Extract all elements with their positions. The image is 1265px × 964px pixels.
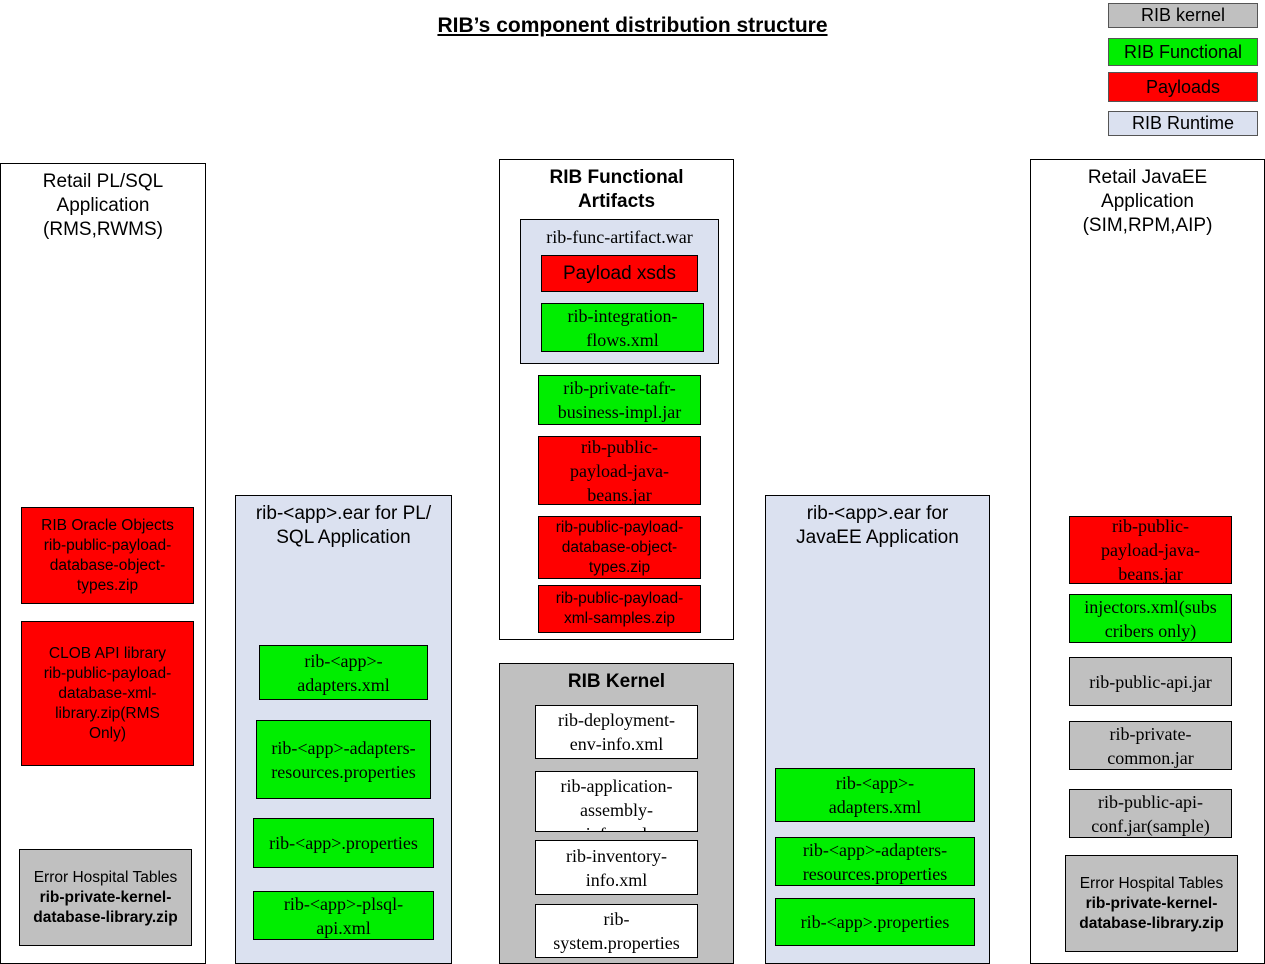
legend-runtime: RIB Runtime xyxy=(1108,111,1258,136)
public-api-box: rib-public-api.jar xyxy=(1069,657,1232,706)
javaee-ear-container: rib-<app>.ear for JavaEE Application xyxy=(765,495,990,964)
kernel-title: RIB Kernel xyxy=(567,671,666,692)
oracle-objects-box: RIB Oracle Objects rib-public-payload- d… xyxy=(21,507,194,604)
javaee-ear-title: rib-<app>.ear for JavaEE Application xyxy=(796,503,959,548)
xml-samples-box: rib-public-payload- xml-samples.zip xyxy=(538,585,701,633)
integration-flows-box: rib-integration- flows.xml xyxy=(541,303,704,352)
private-common-box: rib-private- common.jar xyxy=(1069,721,1232,770)
func-db-object-types-box: rib-public-payload- database-object- typ… xyxy=(538,516,701,579)
tafr-impl-box: rib-private-tafr- business-impl.jar xyxy=(538,375,701,425)
error-hospital-file: rib-private-kernel- database-library.zip xyxy=(1079,894,1224,932)
deployment-env-box: rib-deployment- env-info.xml xyxy=(535,705,698,759)
functional-artifacts-title: RIB Functional Artifacts xyxy=(549,167,684,212)
plsql-adapters-box: rib-<app>- adapters.xml xyxy=(259,645,428,700)
javaee-adapters-resources-box: rib-<app>-adapters- resources.properties xyxy=(775,837,975,886)
plsql-adapters-resources-box: rib-<app>-adapters- resources.properties xyxy=(256,720,431,799)
javaee-app-title: Retail JavaEE Application (SIM,RPM,AIP) xyxy=(1082,167,1213,236)
error-hospital-file: rib-private-kernel- database-library.zip xyxy=(33,888,178,926)
javaee-java-beans-box: rib-public- payload-java- beans.jar xyxy=(1069,516,1232,584)
legend-kernel: RIB kernel xyxy=(1108,3,1258,28)
error-hospital-box-plsql: Error Hospital Tables rib-private-kernel… xyxy=(19,849,192,946)
javaee-properties-box: rib-<app>.properties xyxy=(775,898,975,946)
injectors-box: injectors.xml(subs cribers only) xyxy=(1069,594,1232,643)
clob-api-box: CLOB API library rib-public-payload- dat… xyxy=(21,621,194,766)
plsql-app-title: Retail PL/SQL Application (RMS,RWMS) xyxy=(42,171,164,240)
diagram-title: RIB’s component distribution structure xyxy=(437,14,828,37)
plsql-api-box: rib-<app>-plsql- api.xml xyxy=(253,891,434,940)
error-hospital-box-javaee: Error Hospital Tables rib-private-kernel… xyxy=(1065,855,1238,952)
payload-xsds-box: Payload xsds xyxy=(541,255,698,292)
legend-payloads: Payloads xyxy=(1108,72,1258,102)
app-assembly-box: rib-application- assembly- info.xml xyxy=(535,771,698,832)
legend-functional: RIB Functional xyxy=(1108,38,1258,66)
plsql-properties-box: rib-<app>.properties xyxy=(253,818,434,868)
api-conf-box: rib-public-api- conf.jar(sample) xyxy=(1069,789,1232,838)
error-hospital-label: Error Hospital Tables xyxy=(1079,874,1224,892)
javaee-adapters-box: rib-<app>- adapters.xml xyxy=(775,768,975,822)
func-java-beans-box: rib-public- payload-java- beans.jar xyxy=(538,436,701,505)
plsql-ear-title: rib-<app>.ear for PL/ SQL Application xyxy=(255,503,432,548)
inventory-info-box: rib-inventory- info.xml xyxy=(535,840,698,895)
system-properties-box: rib- system.properties xyxy=(535,904,698,958)
func-artifact-war-title: rib-func-artifact.war xyxy=(546,227,693,247)
error-hospital-label: Error Hospital Tables xyxy=(33,868,178,886)
